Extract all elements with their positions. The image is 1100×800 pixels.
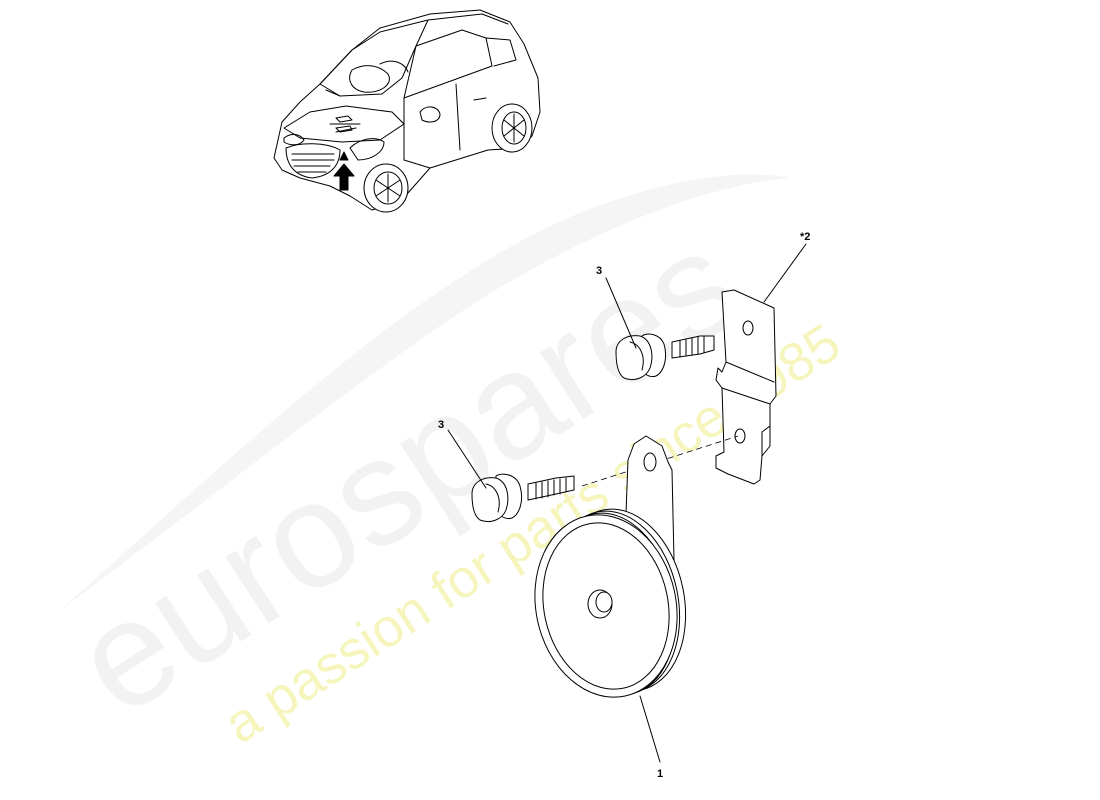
callout-bracket: *2 (800, 231, 810, 243)
location-arrow-icon (333, 163, 355, 191)
horn-part (534, 435, 687, 698)
callout-horn: 1 (657, 768, 663, 780)
bolt-upper-part (615, 333, 715, 381)
leader-lines (447, 243, 807, 763)
car-location-illustration (273, 9, 541, 213)
bracket-part (715, 289, 777, 485)
bolt-lower-part (471, 473, 575, 523)
callout-bolt-upper: 3 (596, 265, 602, 277)
callout-bolt-lower: 3 (438, 419, 444, 431)
